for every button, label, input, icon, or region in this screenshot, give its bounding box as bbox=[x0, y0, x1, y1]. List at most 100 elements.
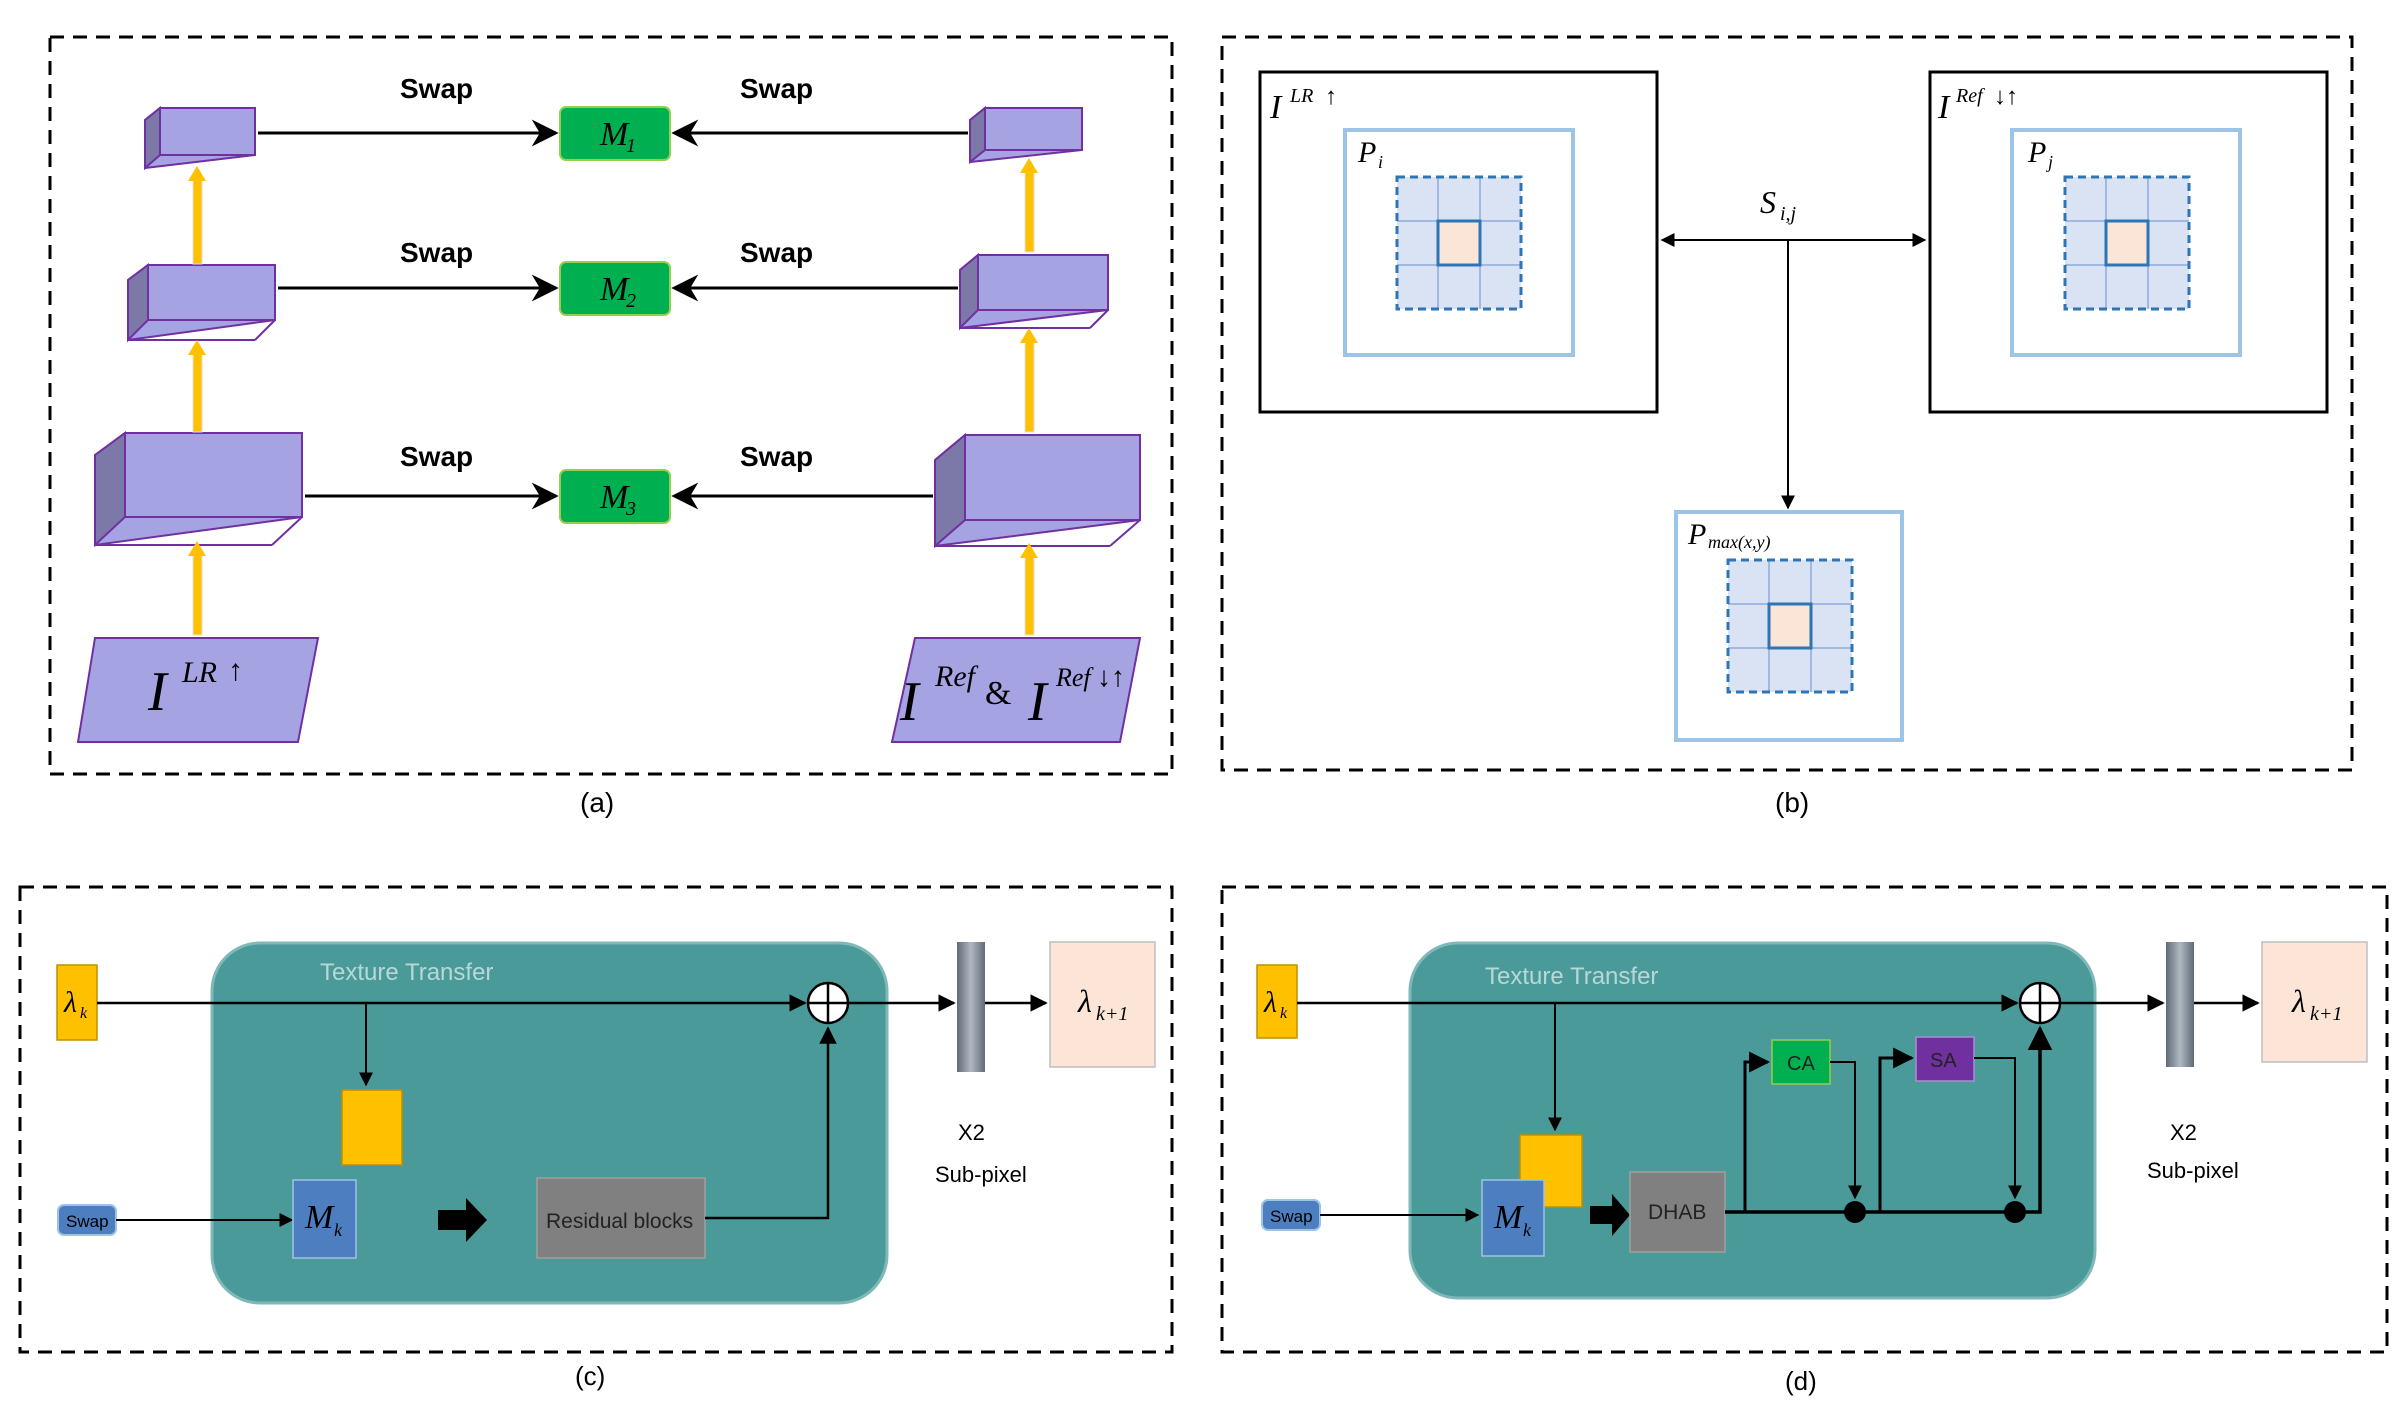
similarity-label: S bbox=[1760, 184, 1776, 220]
panel-a: M 1 M 2 M 3 Swap Swap Swap Swap Swap Swa… bbox=[48, 35, 1174, 818]
residual-to-sum-c bbox=[705, 1026, 837, 1220]
similarity-arrows bbox=[1660, 233, 1927, 510]
lambda-k-sub-d: k bbox=[1280, 1005, 1288, 1022]
ref-input-sup-1: Ref bbox=[934, 660, 979, 693]
lambda-k1-label-d: λ bbox=[2291, 983, 2306, 1019]
sa-branch-in bbox=[1878, 1047, 1915, 1212]
swap-arrows bbox=[258, 119, 968, 510]
ca-branch-in bbox=[1743, 1051, 1771, 1212]
to-sum-d bbox=[2026, 1025, 2053, 1214]
thick-arrow-d bbox=[1590, 1194, 1630, 1236]
ref-feature-box-2 bbox=[959, 252, 1109, 331]
patch-pj-sub: j bbox=[2046, 152, 2053, 172]
m1-sub: 1 bbox=[626, 135, 636, 157]
lambda-k1-sub-d: k+1 bbox=[2310, 1003, 2342, 1025]
x2-label-c: X2 bbox=[958, 1120, 985, 1145]
m2-box bbox=[559, 261, 671, 316]
texture-transfer-label-d: Texture Transfer bbox=[1485, 963, 1658, 990]
m3-box bbox=[559, 469, 671, 524]
swap-label-c: Swap bbox=[66, 1212, 109, 1231]
swap-label-d: Swap bbox=[1270, 1207, 1313, 1226]
ref-input-parallelogram bbox=[890, 637, 1142, 743]
patch-pmax-sub: max(x,y) bbox=[1708, 532, 1770, 553]
lr-up-arrows bbox=[188, 166, 206, 636]
subpixel-label-d: Sub-pixel bbox=[2147, 1158, 2239, 1183]
m1-box bbox=[559, 106, 671, 161]
mult-node-2 bbox=[2004, 1201, 2026, 1223]
panel-b: I LR ↑ P i I Ref ↓↑ P j bbox=[1220, 35, 2354, 818]
texture-transfer-block-d bbox=[1408, 941, 2097, 1300]
patch-pi-label: P bbox=[1357, 136, 1376, 169]
ca-label: CA bbox=[1787, 1053, 1815, 1075]
lr-input-parallelogram bbox=[76, 637, 320, 743]
lr-feature-box-1 bbox=[144, 105, 256, 171]
mk-box-c bbox=[292, 1179, 357, 1259]
lambda-k-label-c: λ bbox=[63, 986, 77, 1019]
subpixel-bar-c bbox=[957, 942, 985, 1072]
ref-input-amp: & bbox=[985, 675, 1011, 712]
dhab-label: DHAB bbox=[1648, 1201, 1706, 1224]
ref-image-arrows: ↓↑ bbox=[1994, 83, 2018, 110]
panel-a-border bbox=[48, 35, 1174, 776]
ref-feature-box-3 bbox=[934, 432, 1141, 549]
mk-label-d: M bbox=[1493, 1199, 1524, 1236]
panel-d: Texture Transfer λ k λ k+1 X2 Sub-pixel … bbox=[1220, 885, 2389, 1396]
patch-pmax-label: P bbox=[1687, 518, 1706, 551]
ref-image-label: I bbox=[1937, 89, 1951, 126]
swap-label-1: Swap bbox=[400, 73, 473, 104]
texture-transfer-label-c: Texture Transfer bbox=[320, 959, 493, 986]
swap-label-3: Swap bbox=[400, 237, 473, 268]
mk-sub-c: k bbox=[334, 1220, 343, 1240]
dhab-box bbox=[1629, 1171, 1726, 1253]
sa-branch-out bbox=[1974, 1057, 2022, 1200]
patch-pmax-grid bbox=[1726, 558, 1854, 694]
lambda-k-sub-c: k bbox=[80, 1005, 88, 1022]
lambda-stack-box-c bbox=[341, 1089, 403, 1166]
m3-label: M bbox=[599, 479, 630, 516]
caption-a: (a) bbox=[580, 787, 614, 818]
caption-b: (b) bbox=[1775, 787, 1809, 818]
ref-up-arrows bbox=[1020, 158, 1038, 636]
subpixel-label-c: Sub-pixel bbox=[935, 1162, 1027, 1187]
similarity-sub: i,j bbox=[1780, 203, 1797, 225]
texture-transfer-block-c bbox=[210, 941, 889, 1305]
lr-feature-box-2 bbox=[127, 263, 276, 343]
ref-feature-box-1 bbox=[969, 105, 1083, 165]
swap-label-4: Swap bbox=[740, 237, 813, 268]
ref-image-sup: Ref bbox=[1955, 85, 1985, 107]
patch-pi-sub: i bbox=[1378, 152, 1383, 172]
lambda-k1-box-d bbox=[2261, 941, 2368, 1063]
swap-label-5: Swap bbox=[400, 441, 473, 472]
lambda-k-label-d: λ bbox=[1263, 986, 1277, 1019]
lr-image-arrow: ↑ bbox=[1325, 83, 1337, 110]
lr-feature-box-3 bbox=[94, 431, 303, 548]
ref-input-arrows: ↓↑ bbox=[1097, 661, 1125, 692]
residual-blocks-label: Residual blocks bbox=[546, 1210, 693, 1233]
panel-b-border bbox=[1220, 35, 2354, 772]
patch-pj-grid bbox=[2063, 175, 2191, 311]
lr-input-sup: LR bbox=[181, 656, 217, 689]
lambda-k1-box-c bbox=[1049, 941, 1156, 1068]
swap-label-2: Swap bbox=[740, 73, 813, 104]
ref-input-label-2: I bbox=[1027, 671, 1049, 733]
lr-image-label: I bbox=[1269, 89, 1283, 126]
ref-input-sup-2: Ref bbox=[1055, 663, 1094, 692]
caption-c: (c) bbox=[575, 1361, 605, 1391]
panel-d-border bbox=[1220, 885, 2389, 1354]
lr-input-arrow: ↑ bbox=[228, 654, 243, 687]
lr-image-sup: LR bbox=[1289, 85, 1313, 107]
x2-label-d: X2 bbox=[2170, 1120, 2197, 1145]
mult-node-1 bbox=[1844, 1201, 1866, 1223]
m3-sub: 3 bbox=[625, 498, 636, 520]
m2-label: M bbox=[599, 271, 630, 308]
panel-c-border bbox=[18, 885, 1174, 1354]
patch-pj-label: P bbox=[2027, 136, 2046, 169]
m1-label: M bbox=[599, 116, 630, 153]
sa-box bbox=[1915, 1036, 1975, 1082]
mk-box-d bbox=[1481, 1179, 1545, 1257]
m2-sub: 2 bbox=[626, 290, 636, 312]
lambda-k1-sub-c: k+1 bbox=[1096, 1003, 1128, 1025]
thick-arrow-c bbox=[438, 1198, 487, 1242]
subpixel-bar-d bbox=[2166, 942, 2194, 1067]
